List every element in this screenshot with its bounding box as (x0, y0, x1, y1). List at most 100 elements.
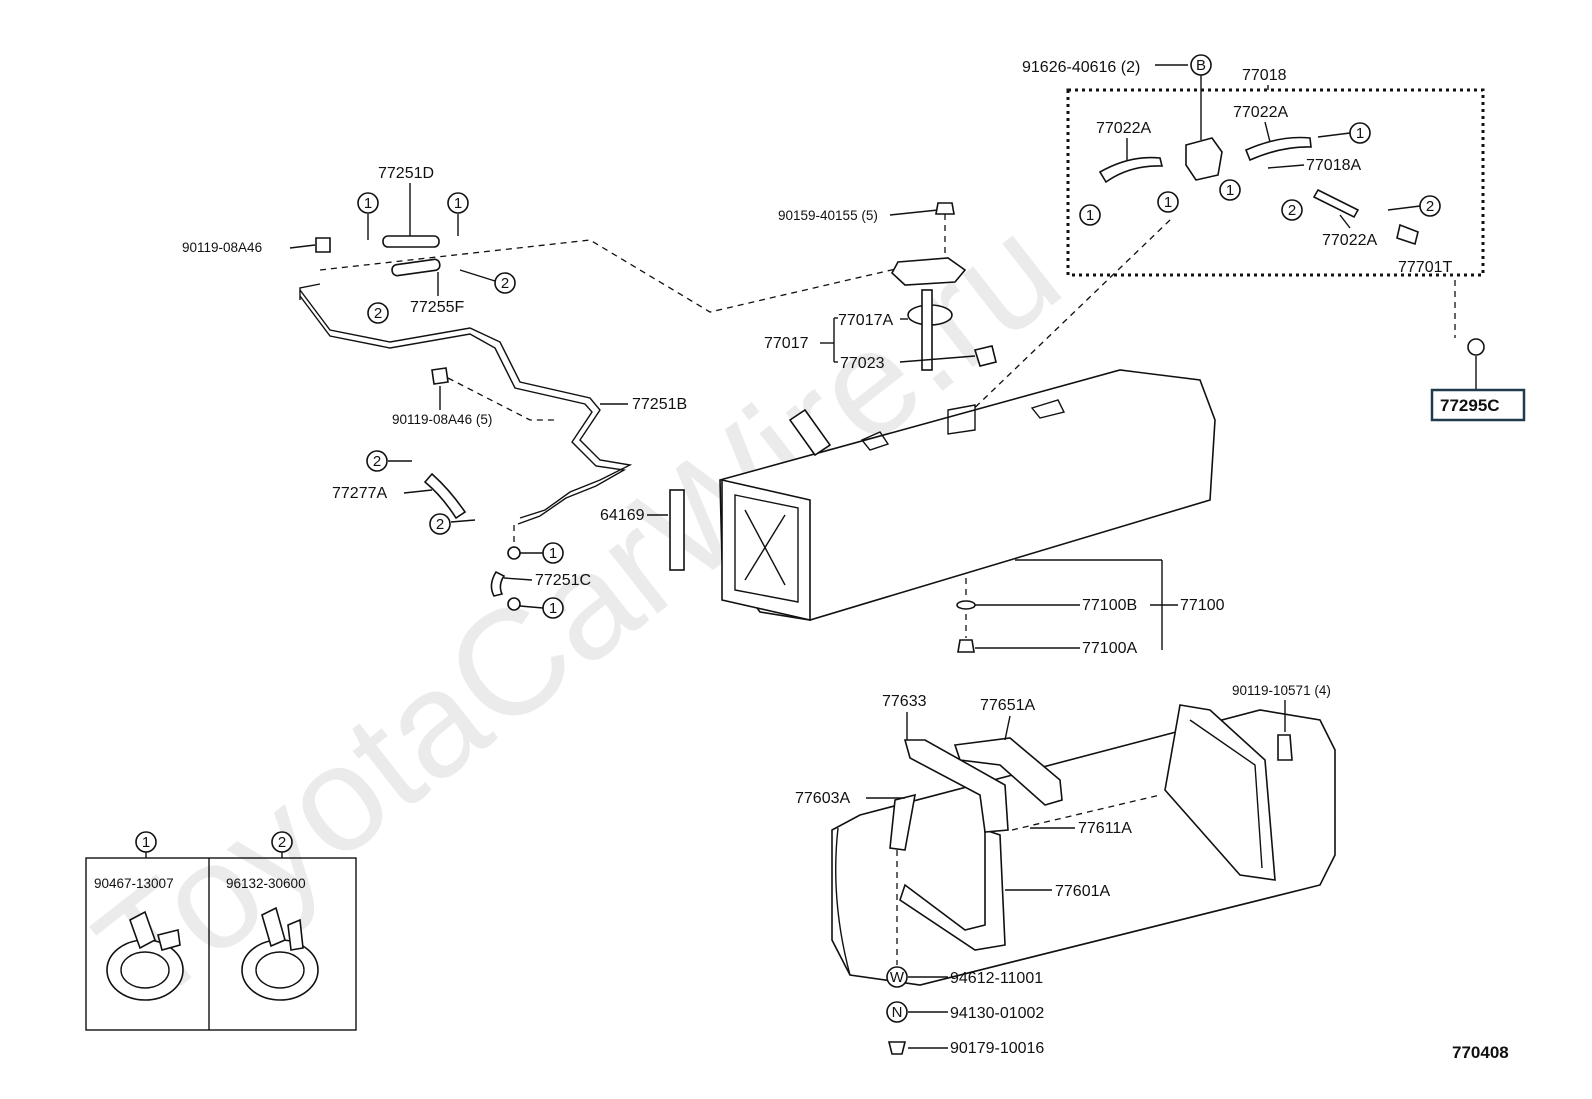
label-90119-08A46-5: 90119-08A46 (5) (392, 412, 492, 427)
legend-box (85, 857, 357, 1031)
label-77100A: 77100A (1082, 640, 1137, 657)
dashed-link (961, 219, 1171, 421)
fuel-pipe-return (299, 295, 627, 525)
leader (289, 244, 316, 249)
highlight-77295C (1430, 388, 1526, 422)
svg-text:1: 1 (1164, 194, 1172, 211)
leader (1339, 214, 1351, 229)
callout-2: 2 (1419, 195, 1441, 217)
leader (1267, 164, 1305, 169)
bolt-77603A (889, 793, 917, 851)
label-94130-01002: 94130-01002 (950, 1005, 1044, 1022)
leader (403, 489, 433, 494)
label-77017: 77017 (764, 335, 809, 352)
leader (1264, 121, 1271, 143)
dashed-link (319, 239, 901, 313)
protector-77651A (953, 737, 1063, 806)
label-77601A: 77601A (1055, 883, 1110, 900)
label-77611A: 77611A (1078, 820, 1132, 837)
clip-legend: 1 2 90467-13007 96132-30600 (85, 831, 357, 1031)
tank-bracket (947, 404, 976, 435)
legend-callout-1: 1 (135, 831, 157, 853)
leader (503, 577, 533, 581)
svg-text:2: 2 (1288, 202, 1296, 219)
evap-assembly-group: B 91626-40616 (2) 77018 77022A 77022A 77… (961, 54, 1526, 422)
callout-1: 1 (1349, 122, 1371, 144)
label-77251D: 77251D (378, 165, 434, 182)
leader (1387, 205, 1421, 211)
leader (1004, 715, 1011, 741)
label-77022A-middle: 77022A (1233, 104, 1288, 121)
leader (899, 355, 976, 363)
leader (1317, 132, 1351, 138)
svg-text:2: 2 (436, 516, 444, 533)
canister-valve (1185, 137, 1223, 181)
callout-1: 1 (1157, 191, 1179, 213)
grommet-77295C (1467, 338, 1485, 356)
fuel-tank-group: 64169 77100B 77100 77100A (600, 369, 1225, 657)
svg-text:2: 2 (374, 305, 382, 322)
band-77601A (899, 828, 1006, 951)
bolt-90119-10571 (1277, 734, 1293, 761)
label-77100: 77100 (1180, 597, 1225, 614)
hose-clip-1-icon (106, 910, 184, 1001)
label-90467-13007: 90467-13007 (94, 876, 174, 891)
tank-bands-group: 77633 77651A 90119-10571 (4) 77603A 7761… (795, 683, 1336, 1057)
hose-middle (1244, 136, 1312, 162)
label-94612-11001: 94612-11001 (950, 970, 1043, 987)
svg-text:2: 2 (501, 275, 509, 292)
nut-90179-10016 (887, 1041, 907, 1055)
fuel-pipe-end (299, 283, 321, 300)
gasket-77100B (956, 600, 976, 610)
legend-callout-2: 2 (271, 831, 293, 853)
svg-text:2: 2 (1426, 198, 1434, 215)
callout-2: 2 (429, 513, 451, 535)
label-77277A: 77277A (332, 485, 387, 502)
band-right-inner (1189, 719, 1263, 869)
svg-text:1: 1 (549, 545, 557, 562)
svg-text:1: 1 (364, 195, 372, 212)
bolt-90119-08A46 (315, 237, 331, 253)
callout-n (886, 1001, 908, 1023)
svg-text:2: 2 (373, 453, 381, 470)
tank-lower-edge (835, 827, 851, 976)
diagram-id: 770408 (1452, 1043, 1509, 1062)
label-77017A: 77017A (838, 312, 893, 329)
hose-77251D (382, 235, 440, 248)
callout-2: 2 (366, 450, 388, 472)
label-77651A: 77651A (980, 697, 1035, 714)
tank-clip (1030, 399, 1066, 419)
label-64169: 64169 (600, 507, 645, 524)
band-right (1164, 704, 1276, 881)
fuel-tank-end-cross (744, 509, 786, 586)
plug-77100A (957, 639, 975, 653)
hose-right (1312, 188, 1360, 219)
label-77022A-right: 77022A (1322, 232, 1377, 249)
svg-text:1: 1 (142, 834, 150, 851)
callout-b-text: B (1196, 57, 1206, 74)
hose-clip-2-icon (241, 906, 319, 1001)
leader (519, 605, 544, 609)
label-90159-40155: 90159-40155 (5) (778, 208, 878, 223)
svg-text:1: 1 (1086, 207, 1094, 224)
callout-2: 2 (367, 302, 389, 324)
clip (507, 597, 521, 611)
screw-90159-40155 (935, 202, 955, 215)
leader (450, 519, 476, 523)
label-77100B: 77100B (1082, 597, 1137, 614)
label-77251B: 77251B (632, 396, 687, 413)
label-77295C: 77295C (1440, 396, 1500, 415)
evap-assembly-box (1066, 88, 1485, 277)
tank-clip (860, 431, 890, 451)
label-90179-10016: 90179-10016 (950, 1040, 1044, 1057)
sender-float-77023 (973, 345, 997, 367)
clip (507, 546, 521, 560)
sender-tube (921, 289, 933, 371)
fuel-tank-end-inset (734, 494, 799, 603)
bracket-77633 (903, 739, 1009, 833)
svg-text:1: 1 (1356, 125, 1364, 142)
leader (459, 269, 496, 282)
label-77603A: 77603A (795, 790, 850, 807)
svg-text:2: 2 (278, 834, 286, 851)
